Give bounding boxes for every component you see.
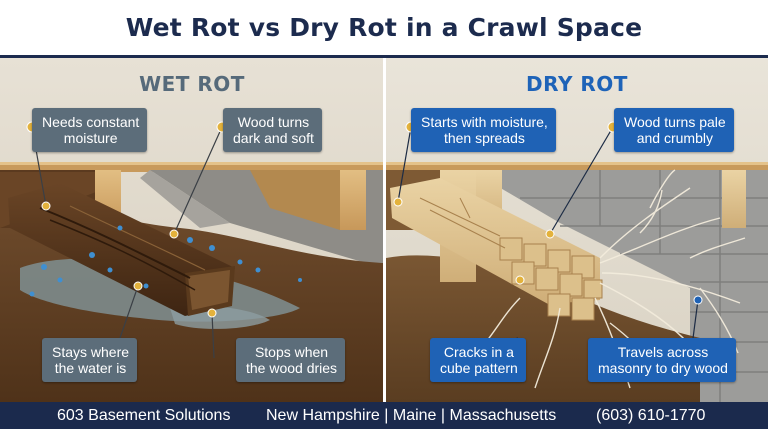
callout-line: Wood turns pale [624, 114, 726, 130]
diagram: WET ROT DRY ROT Needs constant moisture … [0, 58, 768, 402]
callout-line: Wood turns [237, 114, 310, 130]
callout-starts-with-moisture: Starts with moisture, then spreads [411, 108, 556, 152]
callout-line: Stays where [52, 344, 130, 360]
dry-rot-heading: DRY ROT [526, 72, 628, 96]
callout-line: dark and soft [233, 130, 314, 146]
callout-line: cube pattern [440, 360, 518, 376]
callout-cracks-cube-pattern: Cracks in a cube pattern [430, 338, 526, 382]
footer-phone: (603) 610-1770 [596, 407, 706, 424]
callout-line: moisture [63, 130, 118, 146]
callout-line: the water is [54, 360, 127, 376]
callout-line: Needs constant [42, 114, 140, 130]
callout-line: masonry to dry wood [598, 360, 728, 376]
callout-line: and crumbly [636, 130, 713, 146]
callout-line: Stops when [254, 344, 329, 360]
title-bar: Wet Rot vs Dry Rot in a Crawl Space [0, 0, 768, 58]
callout-line: then spreads [443, 130, 525, 146]
footer-company: 603 Basement Solutions [57, 407, 231, 424]
callout-stays-where-water: Stays where the water is [42, 338, 138, 382]
callout-needs-constant-moisture: Needs constant moisture [32, 108, 148, 152]
callout-wood-pale-crumbly: Wood turns pale and crumbly [614, 108, 734, 152]
callout-wood-dark-soft: Wood turns dark and soft [223, 108, 322, 152]
callout-stops-when-dries: Stops when the wood dries [236, 338, 346, 382]
callout-line: Cracks in a [443, 344, 514, 360]
callout-line: Starts with moisture, [421, 114, 548, 130]
callout-travels-across-masonry: Travels across masonry to dry wood [588, 338, 736, 382]
callout-line: Travels across [617, 344, 709, 360]
page-title: Wet Rot vs Dry Rot in a Crawl Space [125, 13, 643, 42]
footer-regions: New Hampshire | Maine | Massachusetts [266, 407, 557, 424]
footer-bar: 603 Basement Solutions New Hampshire | M… [0, 402, 768, 429]
callout-line: the wood dries [246, 360, 338, 376]
wet-rot-heading: WET ROT [139, 72, 245, 96]
